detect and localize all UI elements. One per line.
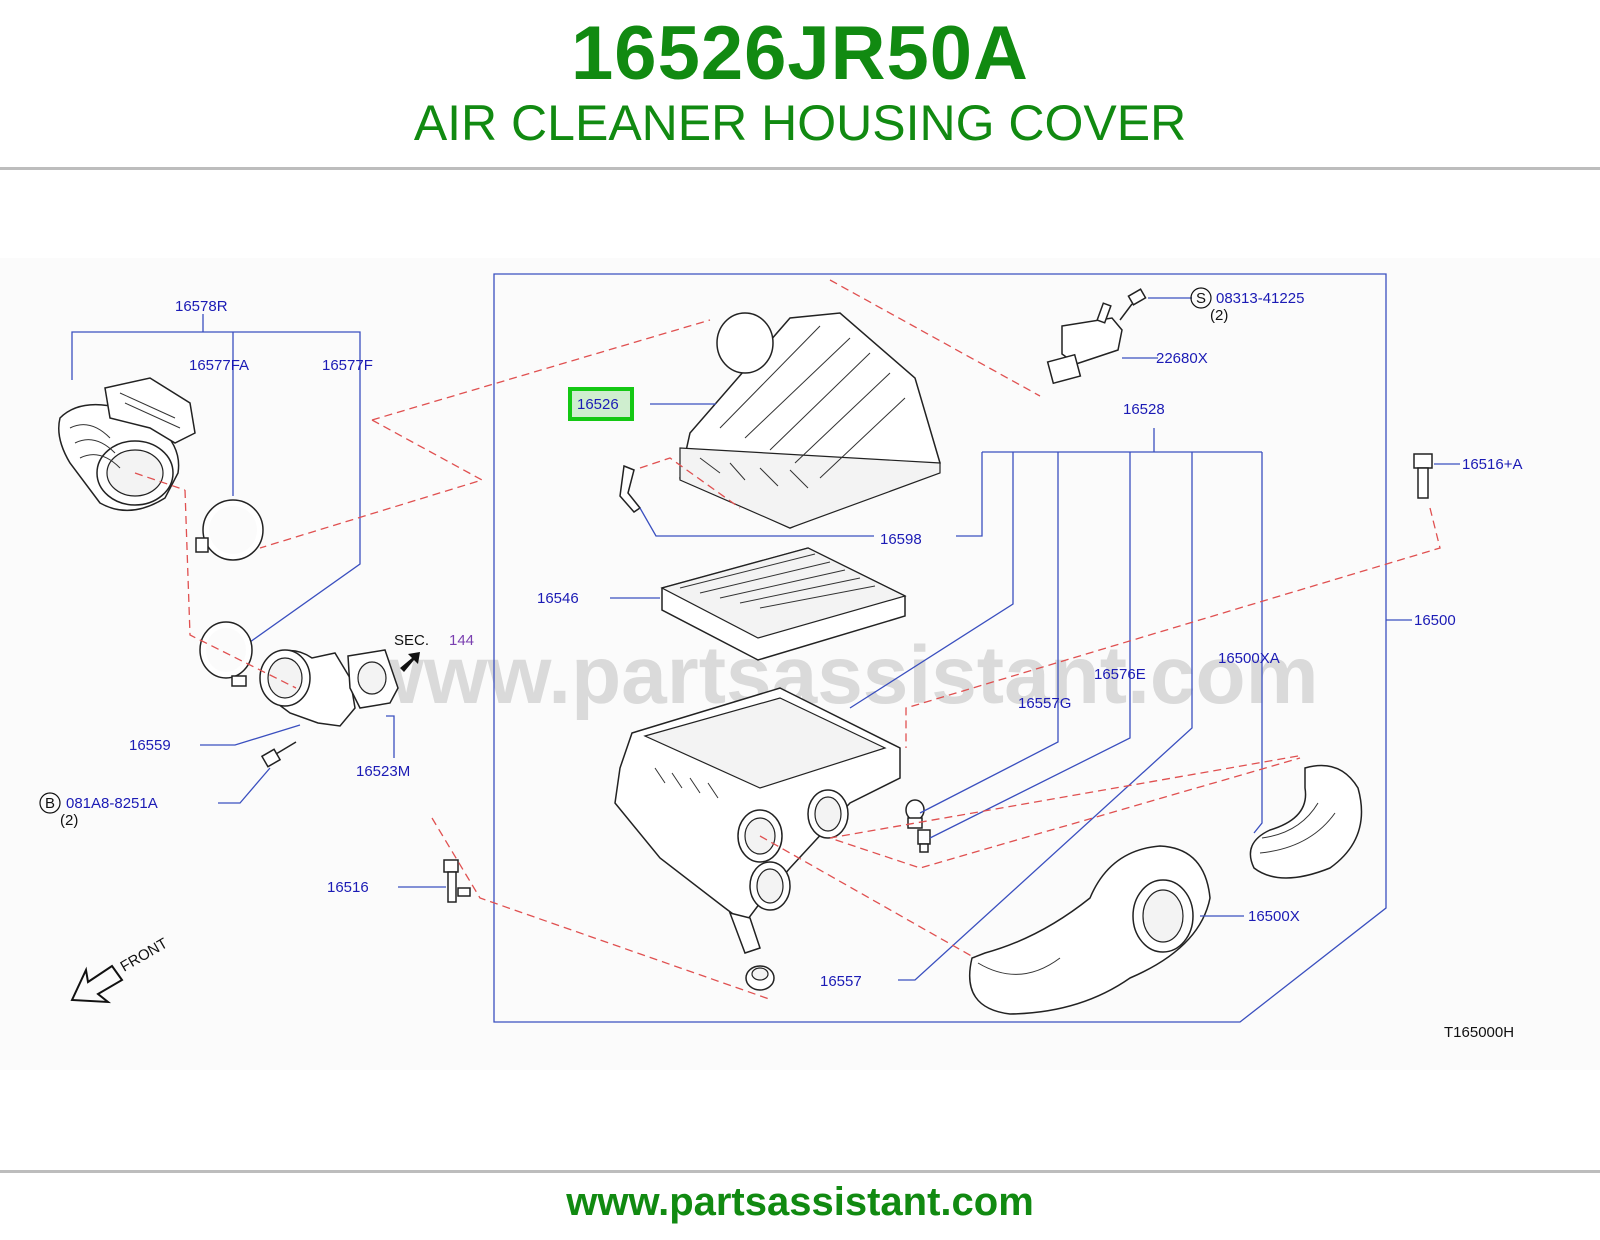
highlight-box-16526[interactable] (568, 387, 634, 421)
air-cleaner-cover-16526[interactable] (679, 312, 941, 529)
callout-16500XA[interactable]: 16500XA (1218, 650, 1280, 667)
header-divider (0, 167, 1600, 170)
intake-duct-part[interactable] (58, 377, 196, 512)
lead-081A8 (218, 767, 271, 804)
lead-16557 (898, 452, 1193, 981)
callout-16528[interactable]: 16528 (1123, 401, 1165, 418)
callout-16546[interactable]: 16546 (537, 590, 579, 607)
footer-website-link[interactable]: www.partsassistant.com (566, 1180, 1034, 1224)
lead-16557G (919, 452, 1059, 814)
air-cleaner-housing-16500[interactable] (614, 687, 901, 954)
dash-guide-sensor (829, 279, 1041, 397)
screw-08313-41225[interactable] (1119, 288, 1147, 321)
callout-16576E[interactable]: 16576E (1094, 666, 1146, 683)
callout-16578R[interactable]: 16578R (175, 298, 228, 315)
lead-16578R (71, 331, 361, 643)
callout-16557G[interactable]: 16557G (1018, 695, 1071, 712)
hose-clamp-16577F[interactable] (199, 621, 253, 687)
qty-08313-41225: (2) (1210, 307, 1228, 324)
hose-clamp-16577FA[interactable] (195, 499, 264, 561)
grommet-16557[interactable] (745, 965, 775, 991)
callout-16598[interactable]: 16598 (880, 531, 922, 548)
callout-16516[interactable]: 16516 (327, 879, 369, 896)
part-name-subtitle: AIR CLEANER HOUSING COVER (413, 95, 1187, 151)
assembly-frame (493, 273, 1387, 1023)
callout-16500[interactable]: 16500 (1414, 612, 1456, 629)
symbol-s-label: S (1196, 290, 1206, 307)
sec-label: SEC. (394, 632, 429, 649)
dash-guide-clip (639, 457, 741, 509)
dash-guide-duct (134, 472, 186, 491)
dash-guide-duct-16500X (759, 835, 976, 959)
callout-16516A[interactable]: 16516+A (1462, 456, 1522, 473)
gasket-16523M[interactable] (347, 649, 399, 709)
callout-16526-highlighted[interactable]: 16526 (577, 396, 619, 413)
part-number-title: 16526JR50A (571, 11, 1029, 96)
bolt-081A8[interactable] (260, 741, 297, 768)
lead-16559 (200, 724, 301, 746)
callout-16500X[interactable]: 16500X (1248, 908, 1300, 925)
symbol-circle-b (39, 792, 61, 814)
sec-number-link[interactable]: 144 (449, 632, 474, 649)
symbol-circle-s (1190, 287, 1212, 309)
elbow-duct-16500XA[interactable] (1249, 764, 1363, 879)
sec-arrow-icon (400, 652, 420, 672)
lead-16523M (386, 715, 395, 758)
callout-16523M[interactable]: 16523M (356, 763, 410, 780)
spacer-16576E[interactable] (917, 829, 931, 853)
bolt-16516A[interactable] (1413, 453, 1433, 499)
diagram-code: T165000H (1444, 1024, 1514, 1041)
parts-diagram-svg: www.partsassistant.com (39, 273, 1522, 1041)
watermark-text: www.partsassistant.com (359, 630, 1319, 721)
parts-diagram: www.partsassistant.com (0, 258, 1600, 1070)
inlet-duct-16500X[interactable] (968, 845, 1211, 1015)
footer-divider (0, 1170, 1600, 1173)
adapter-16559[interactable] (259, 649, 356, 727)
callout-22680X[interactable]: 22680X (1156, 350, 1208, 367)
airflow-sensor-22680X[interactable] (1046, 302, 1123, 385)
callout-16559[interactable]: 16559 (129, 737, 171, 754)
clip-16598[interactable] (619, 464, 642, 513)
front-label: FRONT (118, 935, 171, 976)
callout-16577FA[interactable]: 16577FA (189, 357, 249, 374)
lead-16500XA (1253, 452, 1263, 834)
lead-16528-to-16598 (956, 452, 983, 537)
lead-16528-to-housing (849, 452, 1014, 709)
lead-16598 (639, 507, 874, 537)
dash-guide-bottom (431, 817, 773, 1001)
bolt-16516[interactable] (443, 859, 471, 903)
symbol-b-label: B (45, 795, 55, 812)
qty-081A8: (2) (60, 812, 78, 829)
front-arrow-icon (70, 964, 124, 1004)
filter-element-16546[interactable] (660, 547, 907, 661)
callout-081A8-8251A[interactable]: 081A8-8251A (66, 795, 158, 812)
callout-16557[interactable]: 16557 (820, 973, 862, 990)
lead-16576E (929, 452, 1131, 839)
dash-guide-left (184, 319, 711, 689)
dash-guide-right-elbow (829, 755, 1301, 869)
callout-08313-41225[interactable]: 08313-41225 (1216, 290, 1304, 307)
dash-guide-right-bolt (905, 507, 1441, 748)
grommet-16557G[interactable] (905, 799, 925, 829)
page-header: 16526JR50A AIR CLEANER HOUSING COVER (0, 0, 1600, 170)
callout-16577F[interactable]: 16577F (322, 357, 373, 374)
